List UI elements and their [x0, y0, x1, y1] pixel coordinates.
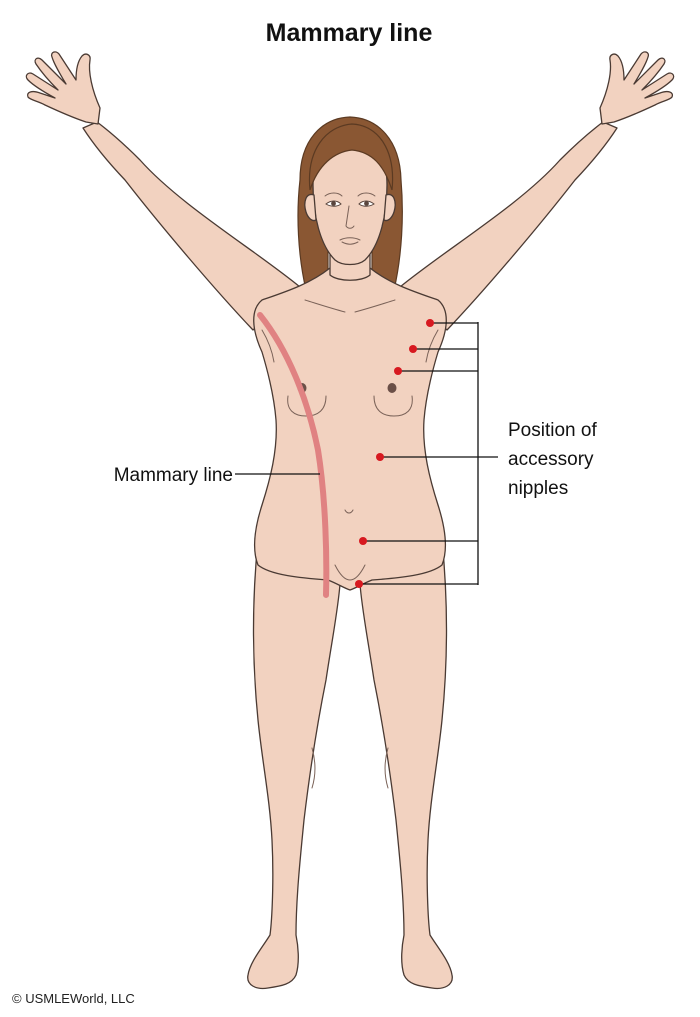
right-axilla-fold [425, 329, 439, 363]
accessory-nipples-label-line1: Position of [508, 420, 597, 441]
facial-features [324, 192, 376, 245]
accessory-nipples-label-line3: nipples [508, 478, 568, 499]
female-figure [25, 51, 675, 990]
accessory-nipple-thigh [355, 580, 363, 588]
accessory-nipple-bracket [359, 322, 498, 585]
accessory-nipple-groin [359, 537, 367, 545]
copyright-notice: © USMLEWorld, LLC [12, 991, 135, 1006]
right-ear [383, 193, 396, 222]
left-axilla-fold [261, 329, 275, 363]
mammary-line-label: Mammary line [114, 465, 233, 486]
accessory-nipple-above-breast [394, 367, 402, 375]
hair-front [308, 123, 394, 191]
left-leg [247, 539, 341, 990]
left-clavicle [304, 299, 346, 313]
right-arm [399, 121, 618, 331]
left-ear [304, 193, 317, 222]
pubic-contour [334, 564, 366, 581]
right-leg [359, 539, 453, 990]
mammary-line [257, 312, 330, 598]
left-breast-contour [287, 395, 327, 417]
right-nipple [387, 383, 397, 393]
left-arm [82, 121, 301, 331]
accessory-nipple-axilla [426, 319, 434, 327]
diagram-title: Mammary line [266, 19, 433, 47]
right-hand [599, 51, 675, 125]
right-clavicle [354, 299, 396, 313]
accessory-nipple-dots [355, 319, 434, 588]
left-knee [311, 747, 316, 789]
accessory-nipples-label-line2: accessory [508, 449, 594, 470]
torso [253, 267, 447, 591]
left-hand [25, 51, 101, 125]
right-breast-contour [373, 395, 413, 417]
navel [344, 509, 354, 514]
accessory-nipple-upper-chest [409, 345, 417, 353]
accessory-nipple-abdomen [376, 453, 384, 461]
right-knee [384, 747, 389, 789]
